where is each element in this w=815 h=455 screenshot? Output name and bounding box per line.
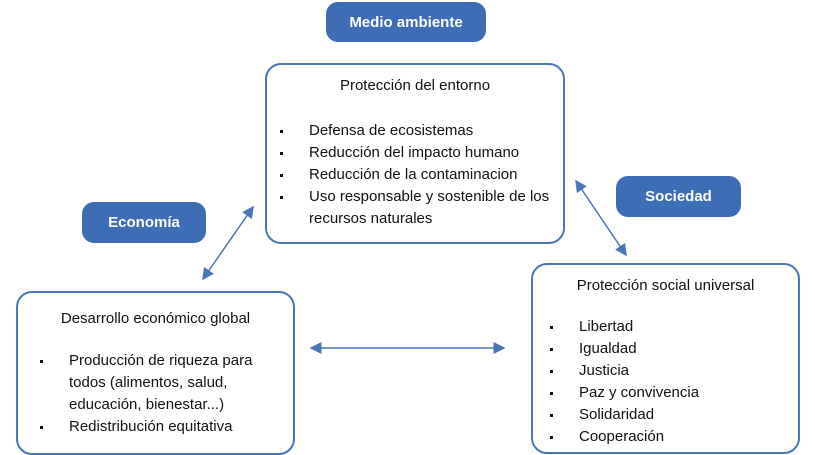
- list-item: Producción de riqueza para todos (alimen…: [40, 350, 284, 416]
- list-item: Justicia: [550, 360, 789, 382]
- label-medio-ambiente: Medio ambiente: [326, 2, 486, 42]
- box-desarrollo-economico: Desarrollo económico global Producción d…: [16, 291, 295, 455]
- list-item: Defensa de ecosistemas: [280, 120, 559, 142]
- list-item: Igualdad: [550, 338, 789, 360]
- label-sociedad: Sociedad: [616, 176, 741, 217]
- box-proteccion-social: Protección social universal Libertad Igu…: [531, 263, 800, 454]
- list-item: Reducción del impacto humano: [280, 142, 559, 164]
- list-item: Cooperación: [550, 426, 789, 448]
- list-item: Solidaridad: [550, 404, 789, 426]
- arrow-entorno-social: [575, 179, 627, 257]
- label-economia: Economía: [82, 202, 206, 243]
- list-item: Libertad: [550, 316, 789, 338]
- box-title: Desarrollo económico global: [60, 310, 251, 327]
- label-text: Sociedad: [645, 188, 712, 205]
- label-text: Medio ambiente: [349, 13, 463, 31]
- box-proteccion-entorno: Protección del entorno Defensa de ecosis…: [265, 63, 565, 244]
- arrow-economia-entorno: [202, 205, 254, 281]
- list-item: Redistribución equitativa: [40, 416, 284, 438]
- box-title: Protección del entorno: [339, 77, 491, 94]
- list-item: Uso responsable y sostenible de los recu…: [280, 186, 559, 230]
- list-item: Paz y convivencia: [550, 382, 789, 404]
- box-title: Protección social universal: [576, 277, 755, 294]
- label-text: Economía: [108, 214, 180, 231]
- list-item: Reducción de la contaminacion: [280, 164, 559, 186]
